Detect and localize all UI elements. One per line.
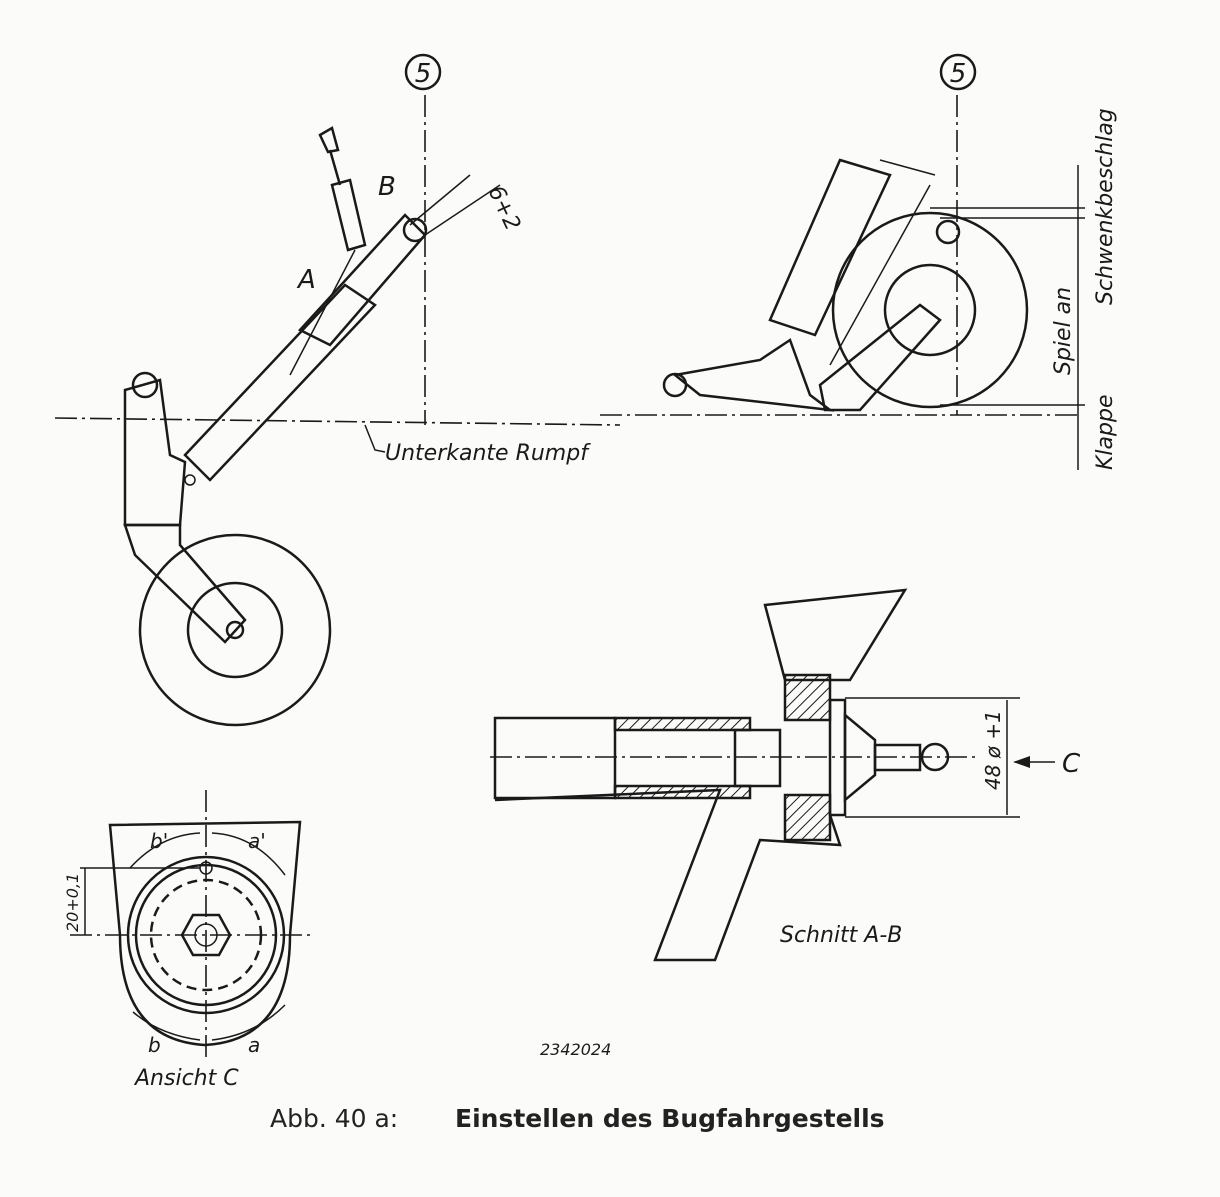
view-c-label: C (1062, 749, 1081, 779)
hub-section-top (783, 673, 832, 722)
brace (289, 249, 356, 376)
nut (733, 728, 782, 788)
station-marker-circle (404, 53, 442, 91)
nose-wheel (831, 211, 1029, 409)
gear-leg (672, 338, 835, 412)
drawing-number: 2342024 (540, 1040, 611, 1059)
detail-title: Ansicht C (133, 1066, 239, 1091)
leader-line (364, 424, 386, 453)
lower-pivot (184, 474, 196, 486)
arc-arrow (132, 1011, 201, 1041)
axle-tube (493, 716, 617, 800)
diameter-dimension: 48 ø +1 (981, 710, 1005, 790)
extended-gear-view: 5 6+2 B A Unterkante Rumpf (54, 53, 621, 727)
actuator-rod (328, 149, 342, 186)
swivel-pivot (935, 219, 961, 245)
station-marker-circle (939, 53, 977, 91)
section-title: Schnitt A-B (780, 923, 902, 948)
retracted-gear-view: 5 Schwenkbeschlag Spiel an Klappe (600, 53, 1118, 471)
station-marker-label: 5 (415, 59, 432, 89)
fuselage-bottom-label: Unterkante Rumpf (385, 441, 591, 466)
actuator-tip (318, 126, 340, 154)
clearance-label: Spiel an (1051, 287, 1076, 375)
shock-strut (183, 283, 377, 482)
actuator-cylinder (330, 178, 367, 252)
dim-line (424, 184, 501, 236)
offset-dimension: 20+0,1 (63, 873, 82, 932)
brace (829, 184, 931, 366)
section-label-b: B (378, 172, 396, 202)
arc-label-b-prime: b' (150, 829, 168, 853)
cone (843, 712, 877, 803)
clearance-dimension: 6+2 (483, 182, 525, 235)
arc-label-a-prime: a' (248, 829, 266, 853)
arc-arrow (129, 832, 201, 869)
section-view: 48 ø +1 C Schnitt A-B (490, 588, 1081, 962)
pivot (131, 371, 159, 399)
bushing-top (613, 716, 752, 732)
door-label: Klappe (1093, 395, 1118, 471)
bushing-bottom (613, 784, 752, 800)
upper-pivot (402, 217, 428, 243)
arc-arrow (211, 1004, 286, 1041)
arrowhead-icon (1013, 756, 1030, 768)
dim-line (409, 174, 471, 226)
nose-wheel (138, 533, 332, 727)
pivot (662, 372, 688, 398)
fork-arm (818, 303, 942, 412)
fuselage-bottom-line (54, 417, 621, 426)
arc-label-a: a (248, 1033, 260, 1057)
station-marker-label: 5 (950, 59, 967, 89)
flange-outline (108, 820, 302, 1047)
hub-section-bottom (783, 793, 832, 842)
arc-label-b: b (148, 1033, 161, 1057)
shock-strut (768, 158, 892, 337)
caption-title: Einstellen des Bugfahrgestells (455, 1104, 885, 1133)
axle (225, 620, 245, 640)
section-label-a: A (296, 265, 316, 295)
fitting-upper (763, 588, 908, 682)
gear-leg (123, 378, 187, 527)
actuator (879, 159, 936, 176)
wheel-hub (883, 263, 977, 357)
arc-arrow (211, 832, 286, 876)
swivel-fitting-label: Schwenkbeschlag (1093, 108, 1118, 305)
fork-arm (123, 523, 247, 644)
detail-view-c: 20+0,1 b' a' b a Ansicht C (63, 790, 310, 1091)
caption-number: Abb. 40 a: (270, 1104, 398, 1133)
wheel-hub (186, 581, 284, 679)
